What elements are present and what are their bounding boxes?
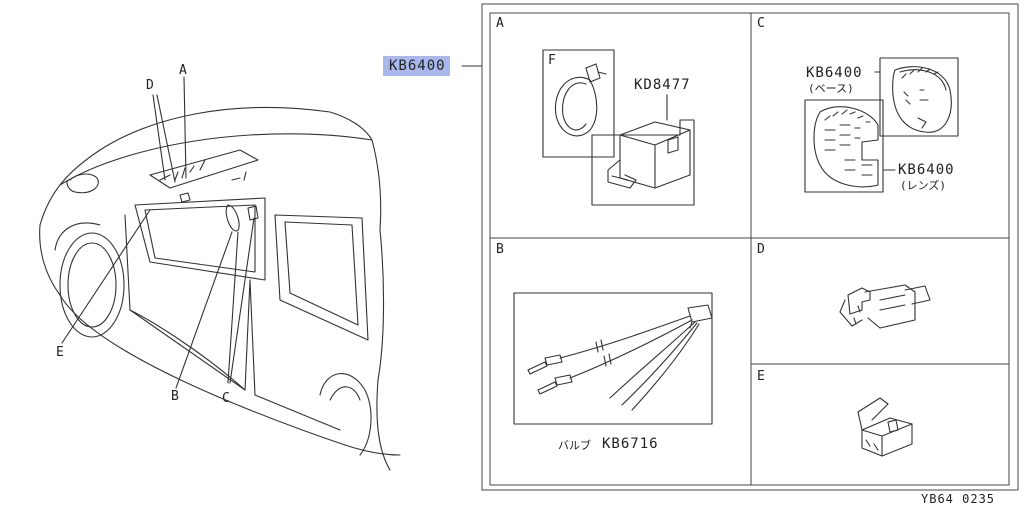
panel-grid — [481, 3, 1019, 491]
callout-c: C — [222, 391, 230, 406]
callout-d: D — [146, 78, 154, 93]
panel-b-drawing — [513, 292, 713, 425]
panel-d-label: D — [757, 242, 765, 257]
panel-b-caption-jp: バルブ — [558, 439, 591, 452]
car-leader-lines — [61, 76, 255, 389]
panel-b-label: B — [496, 242, 504, 257]
panel-a-label: A — [496, 16, 504, 31]
panel-d-drawing — [839, 284, 931, 329]
panel-c-base-note: (ベース) — [808, 82, 854, 95]
panel-a-sub-label: F — [548, 53, 556, 68]
panel-c-label: C — [757, 16, 765, 31]
panel-a-drawing — [542, 49, 695, 206]
panel-c-base-part: KB6400 — [806, 65, 863, 81]
callout-a: A — [179, 63, 187, 78]
callout-e: E — [56, 345, 64, 360]
main-part-number: KB6400 — [383, 56, 450, 76]
panel-e-drawing — [857, 397, 913, 457]
car-illustration — [39, 106, 401, 471]
panel-a-part-number: KD8477 — [634, 77, 691, 93]
panel-e-label: E — [757, 369, 765, 384]
panel-b-caption-part: KB6716 — [602, 436, 659, 452]
panel-c-lens-note: (レンズ) — [900, 179, 947, 192]
panel-c-lens-part: KB6400 — [898, 162, 955, 178]
callout-b: B — [171, 389, 179, 404]
panel-c-drawing — [804, 57, 959, 193]
footer-code: YB64 0235 — [921, 492, 996, 506]
